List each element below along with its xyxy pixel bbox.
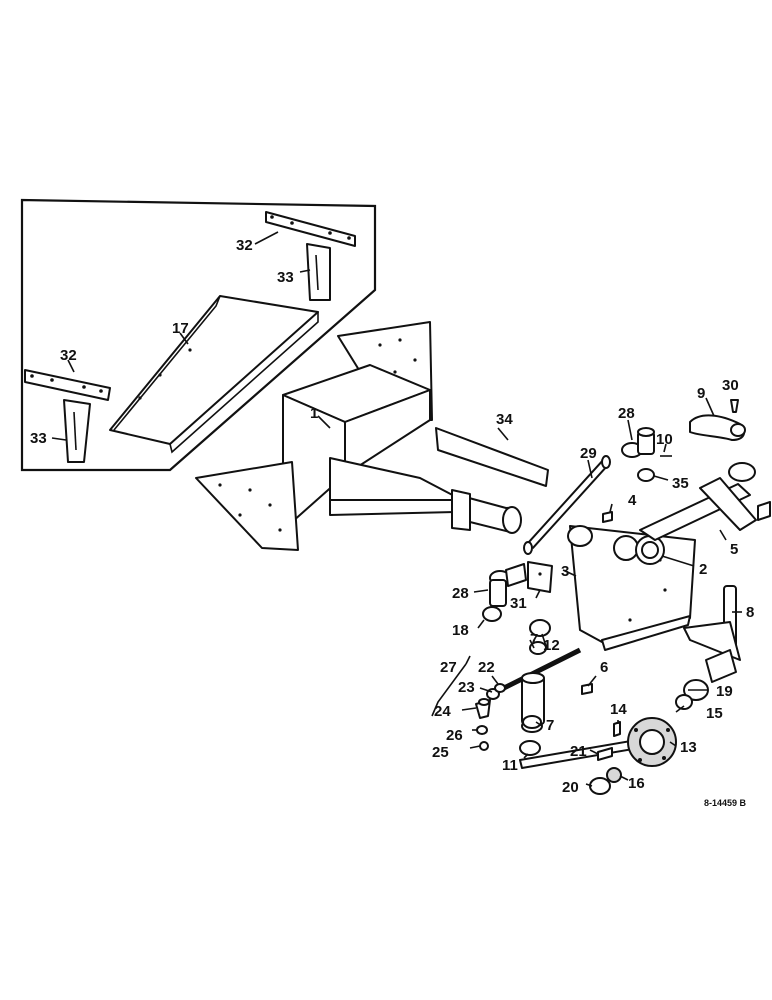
- callout-19: 19: [716, 683, 733, 700]
- callout-29: 29: [580, 445, 597, 462]
- callout-16: 16: [628, 775, 645, 792]
- callout-3: 3: [561, 563, 569, 580]
- callout-12: 12: [543, 637, 560, 654]
- leader-lines: [51, 231, 742, 787]
- callout-32a: 32: [236, 237, 253, 254]
- part-29-shaft: [523, 455, 611, 555]
- callout-34: 34: [496, 411, 513, 428]
- callout-labels: 1 2 3 4 5 6 7 7 8 9 10 11 12 13 14 15 16…: [30, 237, 754, 796]
- callout-25: 25: [432, 744, 449, 761]
- part-35-washer: [637, 468, 655, 482]
- inset-frame-border: [20, 198, 377, 472]
- callout-15: 15: [706, 705, 723, 722]
- callout-20: 20: [562, 779, 579, 796]
- callout-17: 17: [172, 320, 189, 337]
- callout-9: 9: [697, 385, 705, 402]
- callout-1: 1: [310, 405, 318, 422]
- part-25-fitting: [479, 741, 489, 751]
- callout-27: 27: [440, 659, 457, 676]
- part-32-plate-lower: [24, 369, 111, 401]
- callout-33a: 33: [277, 269, 294, 286]
- part-33-bracket-lower: [63, 399, 91, 463]
- part-28-spindle-arm-upper: [621, 427, 655, 458]
- part-11-tube: [519, 672, 545, 756]
- callout-33b: 33: [30, 430, 47, 447]
- part-33-bracket-upper: [306, 243, 331, 301]
- callout-31: 31: [510, 595, 527, 612]
- part-18-bushing: [482, 606, 502, 622]
- callout-32b: 32: [60, 347, 77, 364]
- callout-11: 11: [502, 757, 518, 774]
- part-28-spindle-arm-lower: [489, 563, 527, 607]
- callout-21: 21: [570, 743, 587, 760]
- callout-4: 4: [628, 492, 637, 509]
- figure-reference: 8-14459 B: [704, 798, 747, 808]
- callout-28b: 28: [452, 585, 469, 602]
- callout-23: 23: [458, 679, 475, 696]
- callout-30: 30: [722, 377, 739, 394]
- part-14-cap-screw: [613, 721, 621, 737]
- callout-2: 2: [699, 561, 707, 578]
- callout-7a: 7: [530, 631, 538, 648]
- part-15-bearing: [675, 694, 693, 710]
- part-20-hubcap: [589, 777, 611, 795]
- part-1-main-frame: [195, 321, 522, 551]
- part-21-bolt: [597, 747, 613, 761]
- callout-14: 14: [610, 701, 627, 718]
- callout-24: 24: [434, 703, 451, 720]
- callout-18: 18: [452, 622, 469, 639]
- callout-22: 22: [478, 659, 495, 676]
- part-13-hub: [627, 717, 677, 767]
- part-34-shield: [435, 427, 549, 487]
- part-7-bearing-lower: [522, 715, 542, 729]
- part-8-spindle: [683, 585, 741, 683]
- part-30-cotter: [730, 399, 739, 413]
- part-6-bolt: [581, 683, 593, 695]
- part-9-steering-arm: [689, 414, 746, 441]
- part-22-nut: [494, 683, 506, 693]
- callout-6: 6: [600, 659, 608, 676]
- callout-10: 10: [656, 431, 673, 448]
- part-31-plate: [527, 561, 553, 593]
- callout-35: 35: [672, 475, 689, 492]
- part-4-bolt: [602, 511, 613, 523]
- callout-28a: 28: [618, 405, 635, 422]
- part-16-nut: [606, 767, 622, 783]
- callout-13: 13: [680, 739, 697, 756]
- part-26-nut: [476, 725, 488, 735]
- part-24-tie-rod-end: [475, 698, 491, 719]
- callout-26: 26: [446, 727, 463, 744]
- part-5-axle-tube: [639, 462, 771, 541]
- callout-5: 5: [730, 541, 738, 558]
- callout-7b: 7: [546, 717, 554, 734]
- part-2-bushings: [613, 535, 665, 565]
- part-7-bearing-upper: [529, 641, 547, 655]
- callout-8: 8: [746, 604, 754, 621]
- part-12-bushing: [529, 619, 551, 637]
- part-32-plate-upper: [265, 211, 356, 247]
